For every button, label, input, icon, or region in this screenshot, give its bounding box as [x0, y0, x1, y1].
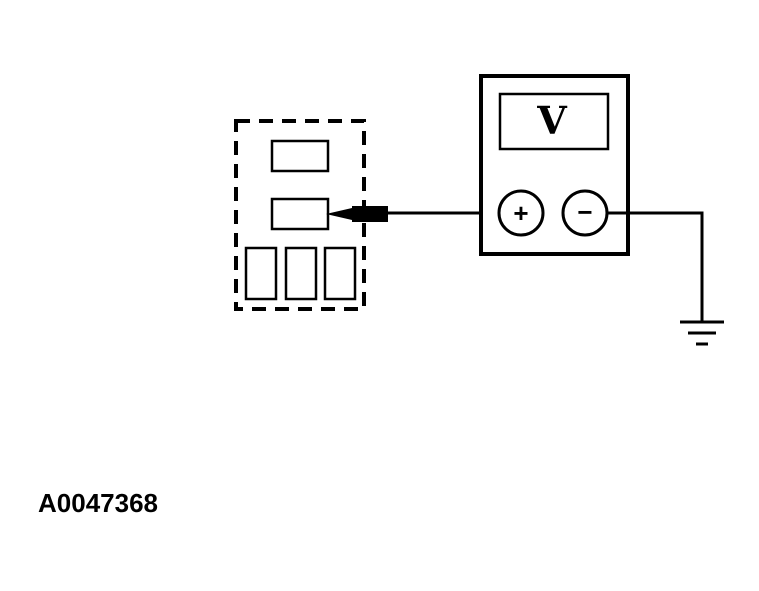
- connector-cavity-top: [270, 139, 330, 173]
- connector-cavity-bottom-middle: [284, 246, 318, 301]
- positive-terminal-sign: +: [513, 198, 528, 228]
- probe-body: [352, 206, 388, 222]
- voltmeter-symbol: V: [536, 98, 568, 143]
- connector: [234, 119, 366, 311]
- ground-icon: [680, 320, 724, 346]
- multimeter: V + −: [479, 74, 630, 256]
- figure-id: A0047368: [38, 488, 158, 518]
- connector-outline: [234, 119, 366, 311]
- connector-cavity-bottom-left: [244, 246, 278, 301]
- connector-cavity-bottom-right: [323, 246, 357, 301]
- probe-tip: [326, 208, 352, 220]
- positive-terminal: [497, 189, 545, 237]
- test-probe: [326, 206, 388, 222]
- negative-lead-wire: [607, 211, 704, 322]
- negative-terminal-sign: −: [577, 197, 592, 227]
- connector-cavity-probed: [270, 197, 330, 231]
- multimeter-display: [498, 92, 610, 151]
